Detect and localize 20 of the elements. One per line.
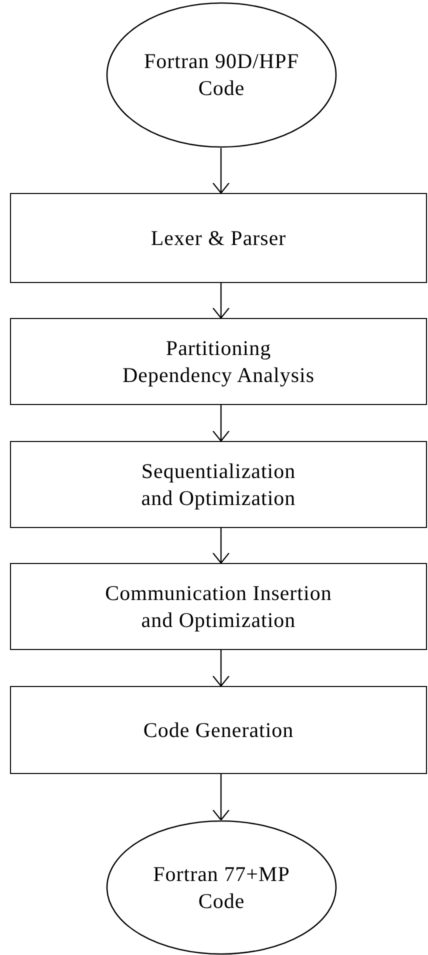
terminal-ellipse [106, 820, 337, 955]
node-label: Fortran 77+MP Code [152, 860, 291, 914]
terminal-ellipse [106, 2, 337, 148]
node-label: Partitioning Dependency Analysis [121, 334, 316, 388]
arrow [212, 528, 230, 564]
process-box [10, 193, 427, 283]
node-label: Sequentialization and Optimization [140, 458, 297, 512]
arrow [212, 148, 230, 194]
process-box [10, 318, 427, 405]
arrow [212, 283, 230, 319]
arrow [212, 774, 230, 821]
process-box [10, 686, 427, 774]
arrow [212, 405, 230, 442]
arrow [212, 650, 230, 687]
node-label: Lexer & Parser [150, 224, 286, 252]
node-label: Fortran 90D/HPF Code [142, 48, 300, 102]
process-box [10, 441, 427, 528]
node-label: Communication Insertion and Optimization [104, 580, 333, 634]
node-label: Code Generation [143, 716, 294, 744]
process-box [10, 563, 427, 650]
